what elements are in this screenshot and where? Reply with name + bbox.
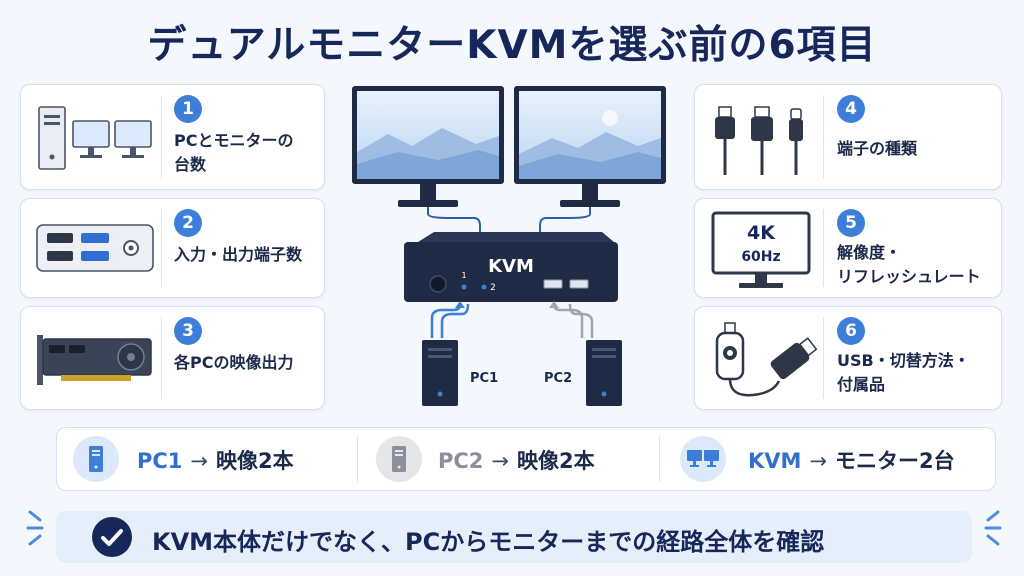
flow-text-pc1: PC1→映像2本 xyxy=(137,449,294,473)
kvm-device-label: KVM xyxy=(488,256,534,277)
pc1-flow-icon xyxy=(73,436,119,482)
usb-remote-icon xyxy=(715,322,818,397)
item-number-2: 2 xyxy=(174,209,202,237)
svg-text:1: 1 xyxy=(461,271,466,280)
item-card-1: 1 PCとモニターの台数 xyxy=(20,84,325,190)
item-number-3: 3 xyxy=(174,317,202,345)
item-number-6: 6 xyxy=(837,317,865,345)
item-label-5: 解像度・リフレッシュレート xyxy=(837,243,981,286)
page-title: デュアルモニターKVMを選ぶ前の6項目 xyxy=(147,23,877,68)
item-card-6: 6 USB・切替方法・付属品 xyxy=(694,306,1002,410)
pc-and-monitors-icon xyxy=(38,106,152,170)
bottom-note-text: KVM本体だけでなく、PCからモニターまでの経路全体を確認 xyxy=(152,528,825,556)
item-card-4: 4 端子の種類 xyxy=(694,84,1002,190)
io-ports-icon xyxy=(36,224,154,272)
item-label-4: 端子の種類 xyxy=(837,139,918,158)
flow-segment-pc2: PC2→映像2本 xyxy=(358,428,658,490)
svg-text:2: 2 xyxy=(490,283,496,293)
right-accent-lines-icon xyxy=(984,510,1002,546)
monitor-right xyxy=(514,86,666,207)
item-number-5: 5 xyxy=(837,209,865,237)
connector-cables-icon xyxy=(715,106,803,175)
pc2-label: PC2 xyxy=(544,371,572,386)
dual-monitor-flow-icon xyxy=(680,436,726,482)
pc2-flow-icon xyxy=(376,436,422,482)
pc1-tower xyxy=(422,340,458,406)
flow-segment-kvm: KVM→モニター2台 xyxy=(660,428,996,490)
kvm-switch: KVM 1 2 xyxy=(404,232,618,302)
flow-segment-pc1: PC1→映像2本 xyxy=(57,428,357,490)
monitor-left xyxy=(352,86,504,207)
item-number-4: 4 xyxy=(837,95,865,123)
left-accent-lines-icon xyxy=(26,510,44,546)
pc2-tower xyxy=(586,340,622,406)
item-card-5: 4K 60Hz 5 解像度・リフレッシュレート xyxy=(694,198,1002,298)
refresh-rate-badge: 60Hz xyxy=(741,249,780,265)
flow-text-pc2: PC2→映像2本 xyxy=(438,449,595,473)
pc1-label: PC1 xyxy=(470,371,498,386)
flow-text-kvm: KVM→モニター2台 xyxy=(748,449,955,473)
signal-flow-bar: PC1→映像2本 PC2→映像2本 KVM→モニター2台 xyxy=(56,427,996,491)
item-label-2: 入力・出力端子数 xyxy=(174,245,303,264)
check-icon xyxy=(92,517,132,557)
bottom-note-banner: KVM本体だけでなく、PCからモニターまでの経路全体を確認 xyxy=(56,511,972,563)
item-card-2: 2 入力・出力端子数 xyxy=(20,198,325,298)
kvm-setup-illustration: KVM 1 2 PC1 PC2 xyxy=(352,86,666,406)
item-card-3: 3 各PCの映像出力 xyxy=(20,306,325,410)
graphics-card-icon xyxy=(37,335,152,385)
monitor-4k-icon: 4K 60Hz xyxy=(711,211,811,288)
item-label-6: USB・切替方法・付属品 xyxy=(837,351,970,394)
resolution-badge: 4K xyxy=(747,222,776,244)
item-number-1: 1 xyxy=(174,95,202,123)
item-label-1: PCとモニターの台数 xyxy=(174,131,294,174)
item-label-3: 各PCの映像出力 xyxy=(174,353,294,372)
